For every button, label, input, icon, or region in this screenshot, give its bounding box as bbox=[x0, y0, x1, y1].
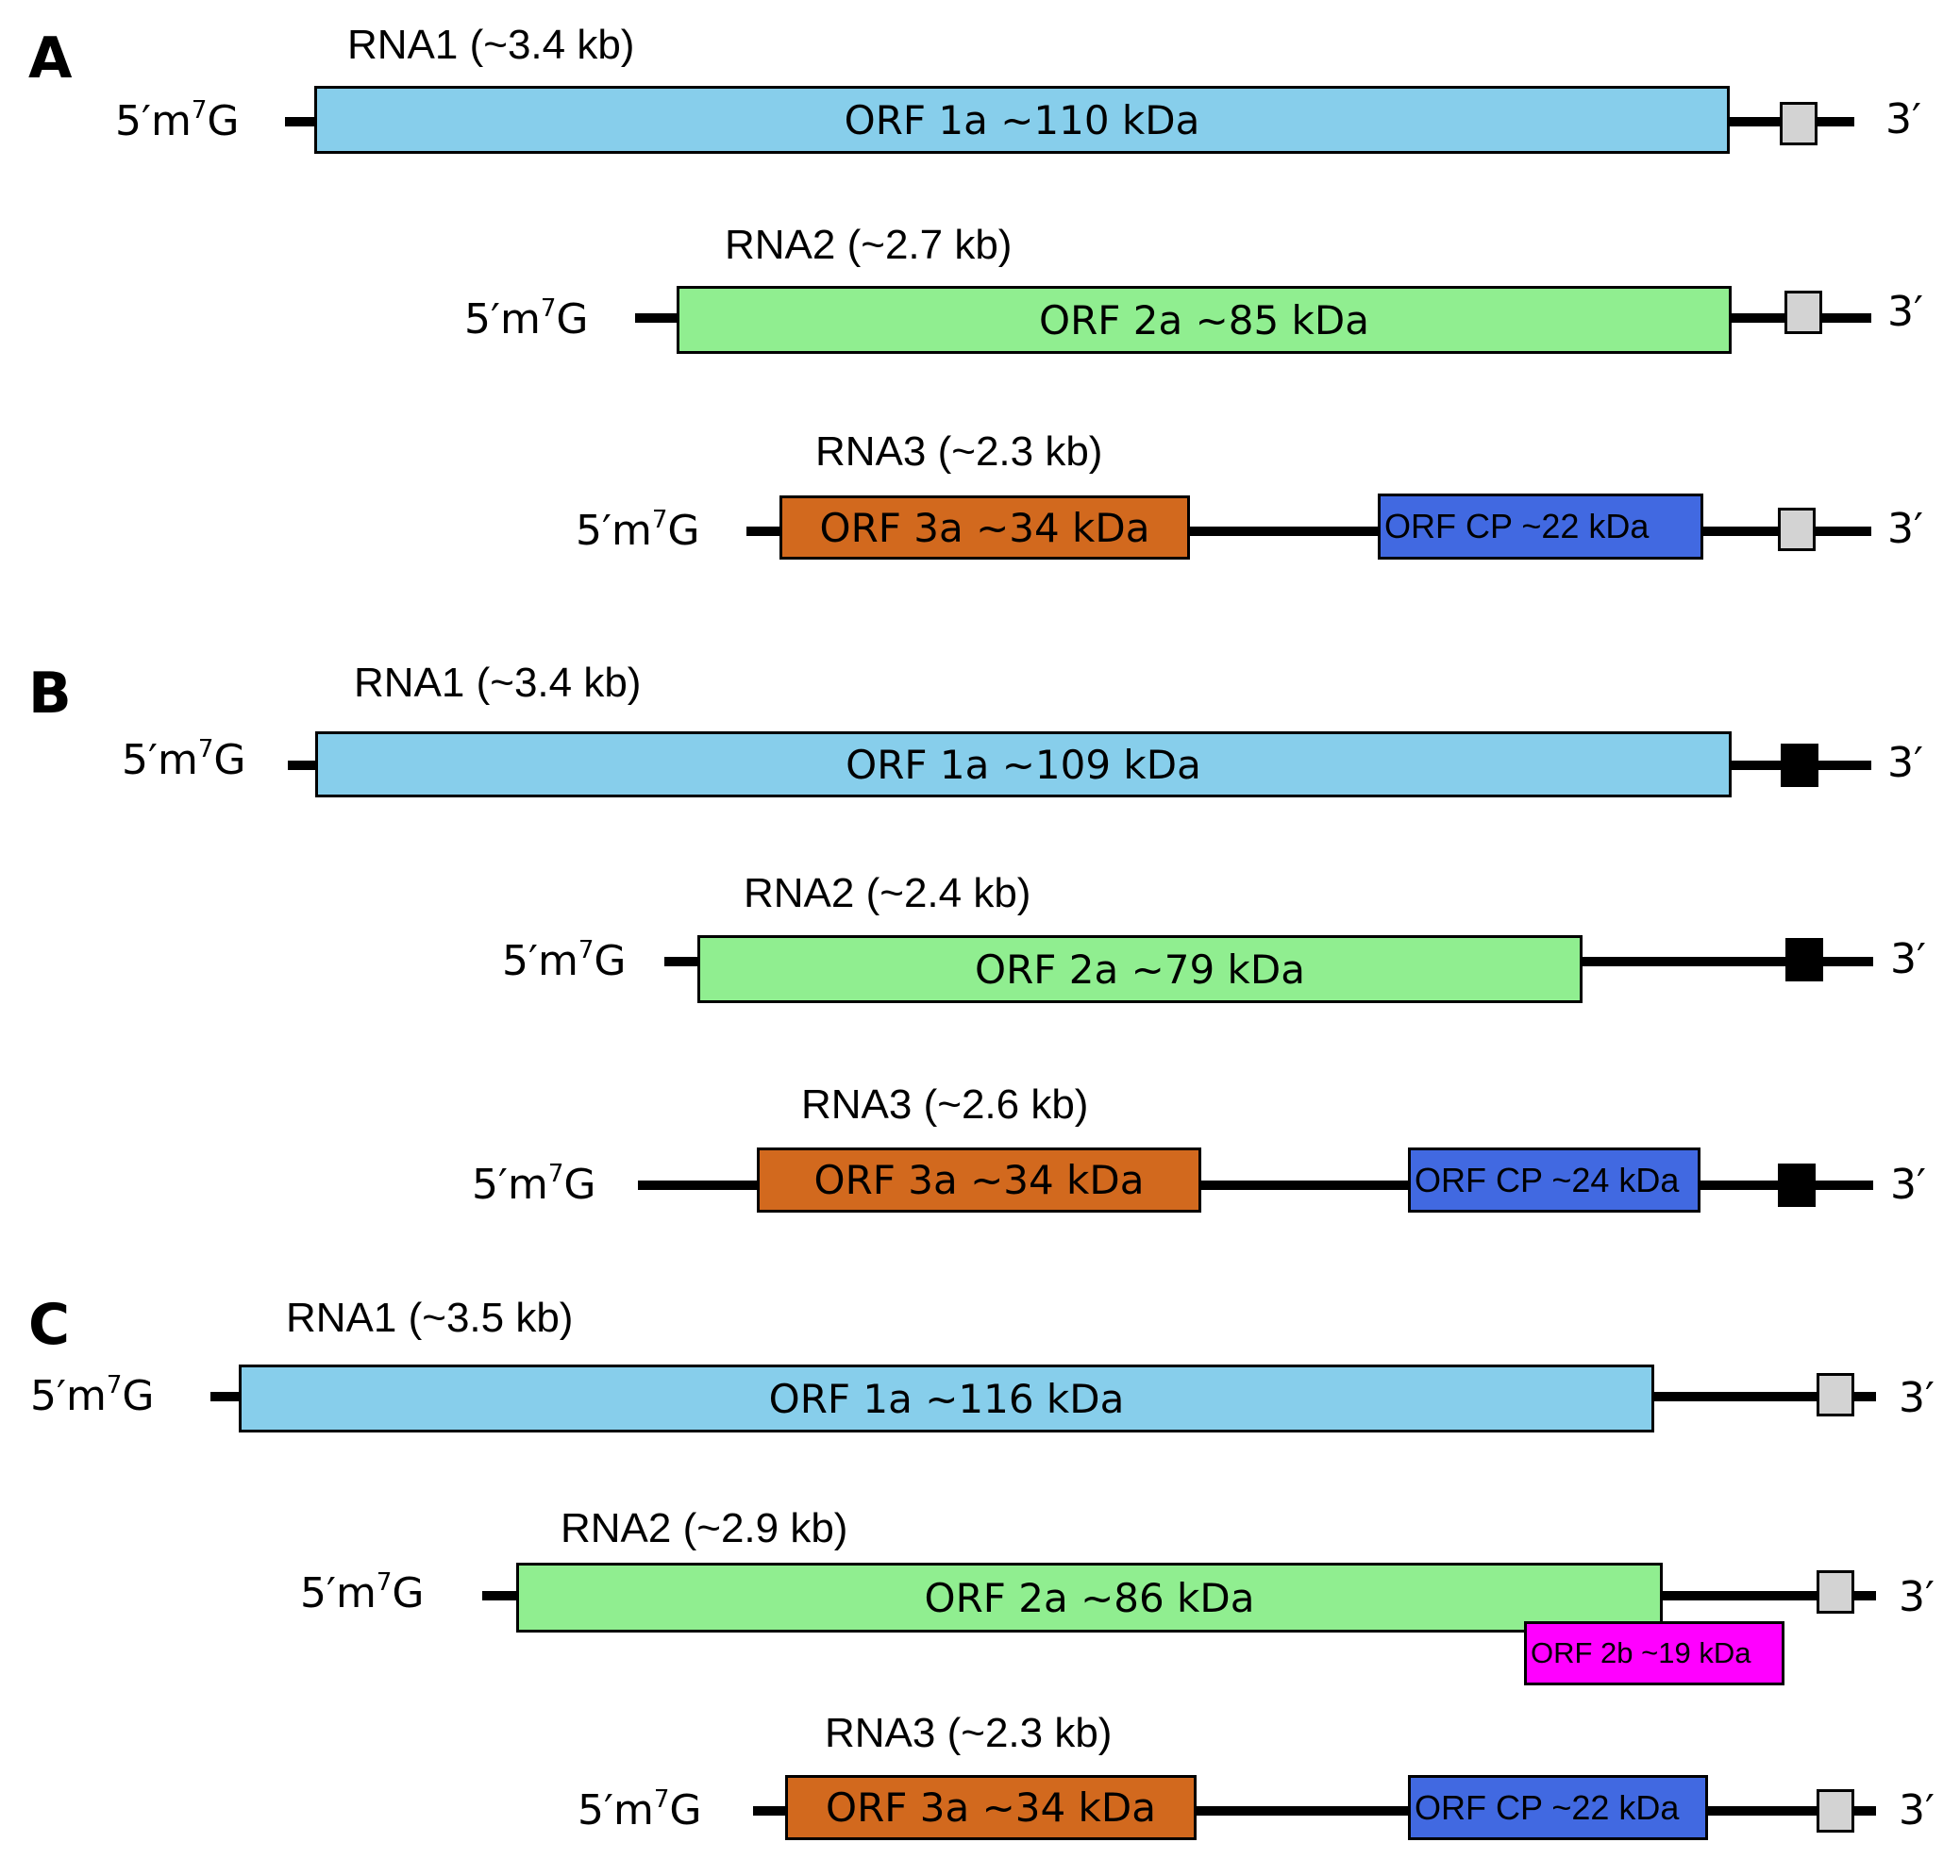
three-prime-end: 3′ bbox=[1885, 95, 1921, 143]
five-prime-cap: 5′m7G bbox=[122, 735, 246, 784]
rna-label: RNA3 (~2.3 kb) bbox=[815, 428, 1103, 475]
orf-1a-box: ORF 1a ~109 kDa bbox=[315, 731, 1732, 797]
rna-backbone-line bbox=[753, 1806, 1876, 1816]
orf-2b-box: ORF 2b ~19 kDa bbox=[1524, 1621, 1784, 1685]
five-prime-cap: 5′m7G bbox=[576, 506, 700, 555]
three-prime-end: 3′ bbox=[1890, 1161, 1926, 1209]
black-square-marker bbox=[1785, 938, 1823, 981]
five-prime-cap: 5′m7G bbox=[472, 1160, 596, 1209]
rna-label: RNA3 (~2.6 kb) bbox=[801, 1081, 1089, 1128]
panel-letter-a: A bbox=[28, 25, 73, 92]
orf-1a-box: ORF 1a ~110 kDa bbox=[314, 86, 1730, 154]
five-prime-cap: 5′m7G bbox=[464, 294, 589, 343]
rna-label: RNA2 (~2.4 kb) bbox=[744, 870, 1031, 916]
three-prime-end: 3′ bbox=[1887, 505, 1923, 553]
black-square-marker bbox=[1781, 744, 1818, 787]
five-prime-cap: 5′m7G bbox=[30, 1371, 155, 1420]
three-prime-end: 3′ bbox=[1899, 1374, 1935, 1422]
rna-label: RNA2 (~2.9 kb) bbox=[561, 1505, 848, 1551]
five-prime-cap: 5′m7G bbox=[578, 1785, 702, 1834]
orf-2a-box: ORF 2a ~86 kDa bbox=[516, 1563, 1663, 1633]
orf-cp-box: ORF CP ~22 kDa bbox=[1378, 494, 1703, 560]
orf-cp-box: ORF CP ~22 kDa bbox=[1408, 1775, 1708, 1840]
five-prime-cap: 5′m7G bbox=[502, 936, 627, 985]
orf-2a-box: ORF 2a ~79 kDa bbox=[697, 935, 1583, 1003]
panel-letter-b: B bbox=[28, 661, 72, 727]
grey-square-marker bbox=[1780, 102, 1818, 145]
rna-label: RNA3 (~2.3 kb) bbox=[825, 1710, 1113, 1756]
rna-label: RNA1 (~3.5 kb) bbox=[286, 1295, 574, 1341]
orf-3a-box: ORF 3a ~34 kDa bbox=[757, 1147, 1201, 1213]
black-square-marker bbox=[1778, 1164, 1816, 1207]
grey-square-marker bbox=[1784, 291, 1822, 334]
rna-label: RNA2 (~2.7 kb) bbox=[725, 222, 1013, 268]
grey-square-marker bbox=[1817, 1789, 1854, 1833]
grey-square-marker bbox=[1778, 508, 1816, 551]
orf-2a-box: ORF 2a ~85 kDa bbox=[677, 286, 1732, 354]
orf-cp-box: ORF CP ~24 kDa bbox=[1408, 1147, 1700, 1213]
five-prime-cap: 5′m7G bbox=[300, 1568, 425, 1617]
three-prime-end: 3′ bbox=[1899, 1786, 1935, 1834]
orf-3a-box: ORF 3a ~34 kDa bbox=[785, 1775, 1197, 1840]
five-prime-cap: 5′m7G bbox=[115, 96, 240, 145]
rna-backbone-line bbox=[638, 1181, 1873, 1190]
grey-square-marker bbox=[1817, 1570, 1854, 1614]
rna-label: RNA1 (~3.4 kb) bbox=[347, 22, 635, 68]
orf-3a-box: ORF 3a ~34 kDa bbox=[779, 495, 1190, 560]
three-prime-end: 3′ bbox=[1890, 935, 1926, 983]
panel-letter-c: C bbox=[28, 1292, 71, 1358]
rna-backbone-line bbox=[746, 527, 1871, 536]
three-prime-end: 3′ bbox=[1899, 1573, 1935, 1621]
three-prime-end: 3′ bbox=[1887, 739, 1923, 787]
three-prime-end: 3′ bbox=[1887, 288, 1923, 336]
rna-label: RNA1 (~3.4 kb) bbox=[354, 660, 642, 706]
grey-square-marker bbox=[1817, 1373, 1854, 1416]
orf-1a-box: ORF 1a ~116 kDa bbox=[239, 1365, 1654, 1432]
